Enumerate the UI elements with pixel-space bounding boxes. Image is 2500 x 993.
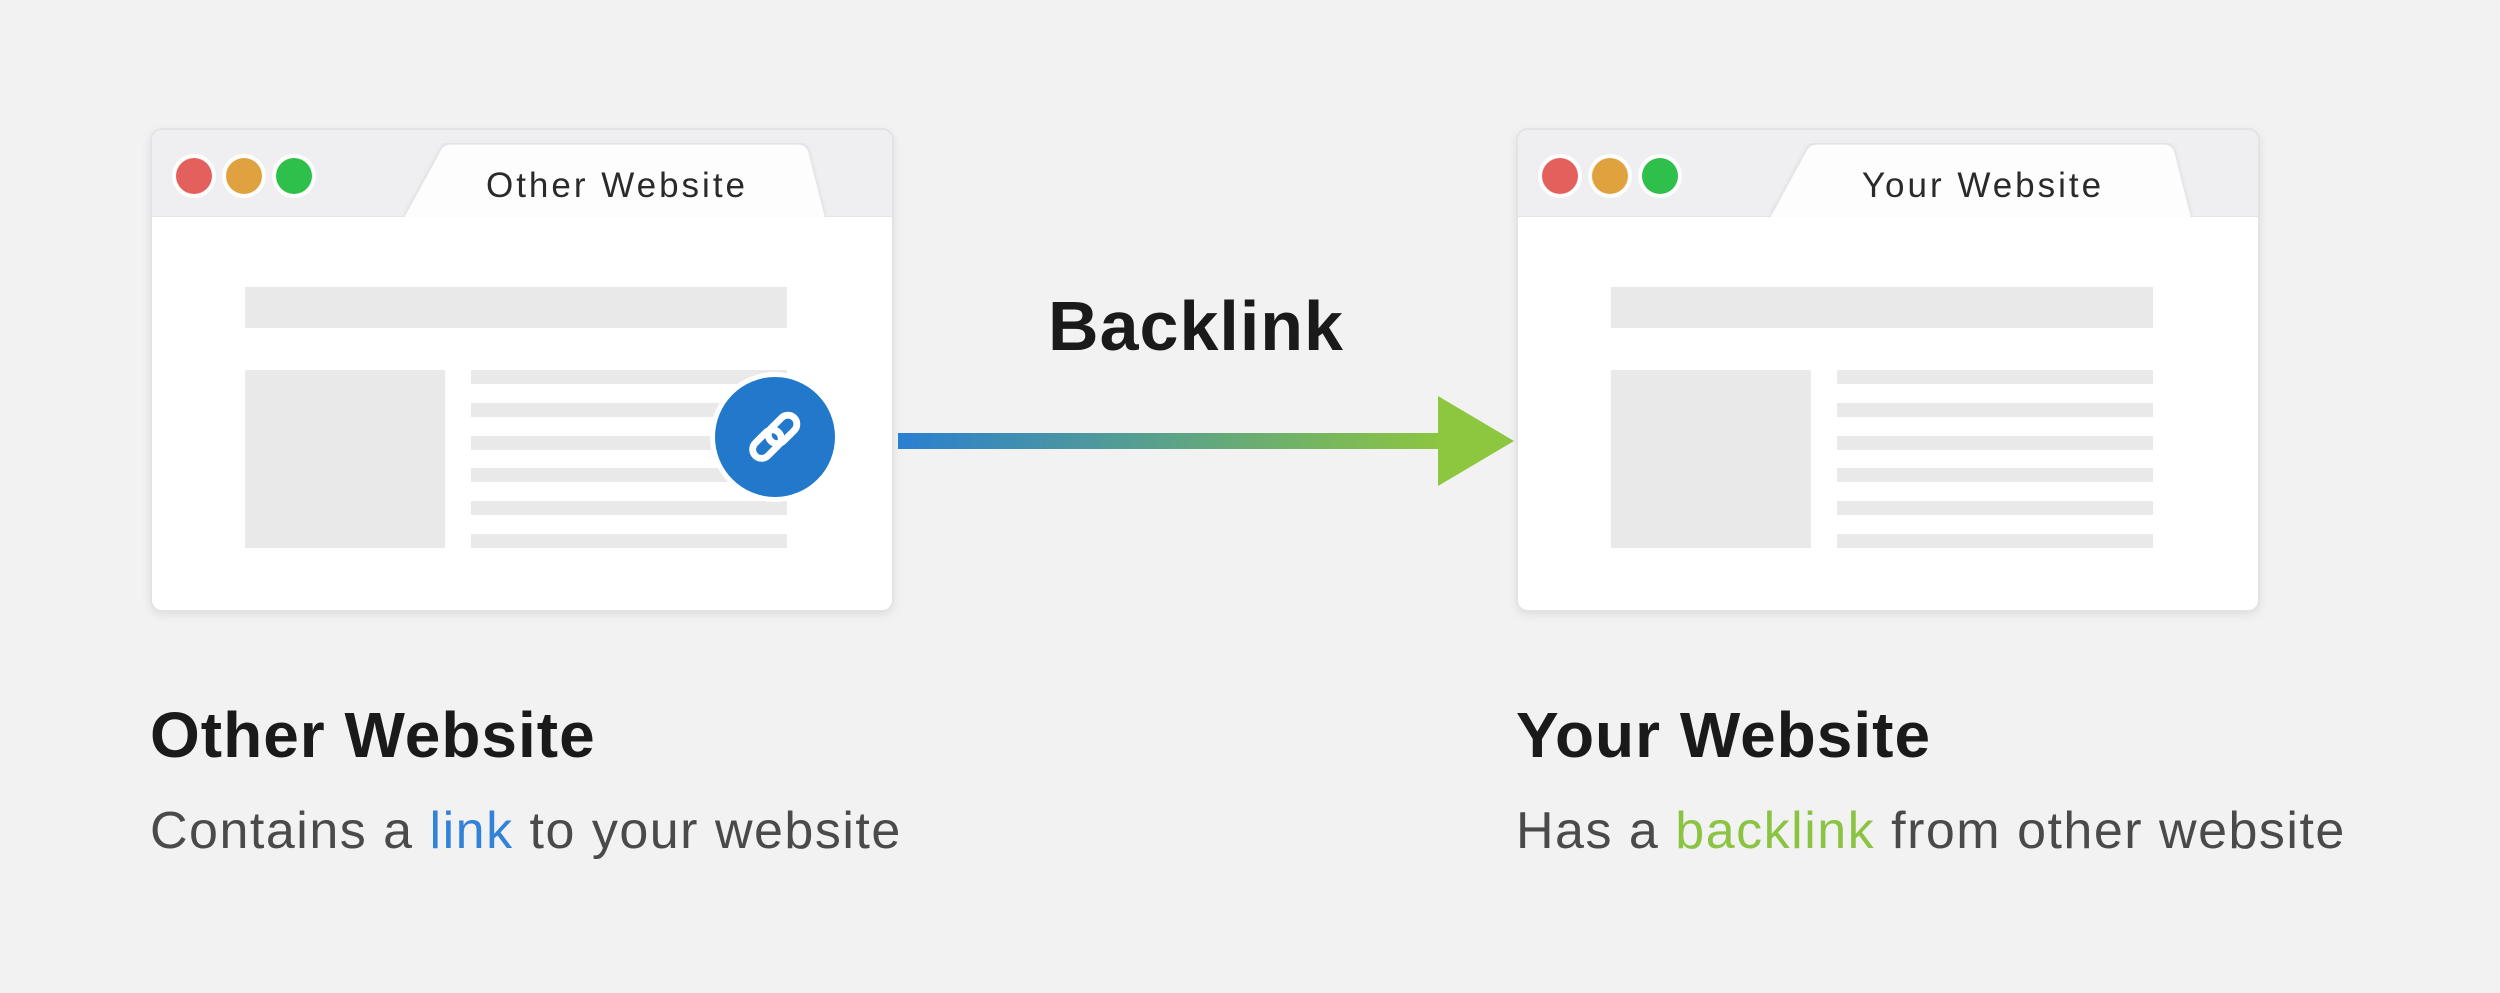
text-line-placeholder — [1837, 501, 2153, 516]
browser-tab: Your Website — [1768, 143, 2198, 218]
text-line-placeholder — [1837, 533, 2153, 548]
text-line-placeholder — [471, 501, 787, 516]
link-badge — [715, 377, 835, 497]
window-controls — [176, 158, 312, 194]
other-website-titlebar: Other Website — [152, 130, 892, 218]
tab-title: Your Website — [1861, 165, 2105, 205]
tab-title: Other Website — [485, 165, 749, 205]
window-controls — [1542, 158, 1678, 194]
your-website-titlebar: Your Website — [1518, 130, 2258, 218]
link-highlight-text: link — [429, 802, 514, 860]
tab-shape — [404, 144, 825, 218]
page-image-placeholder — [245, 370, 445, 548]
description-text: Has a — [1516, 802, 1676, 860]
tab-shape — [1770, 144, 2191, 218]
backlink-highlight-text: backlink — [1675, 802, 1876, 860]
other-website-description: Contains a link to your website — [150, 802, 902, 862]
zoom-window-icon — [276, 158, 312, 194]
zoom-window-icon — [1642, 158, 1678, 194]
description-text: to your website — [513, 802, 902, 860]
text-line-placeholder — [1837, 468, 2153, 483]
page-header-placeholder — [1611, 287, 2153, 328]
browser-tab: Other Website — [402, 143, 832, 218]
page-text-placeholder — [1837, 370, 2153, 548]
text-line-placeholder — [471, 370, 787, 384]
description-text: Contains a — [150, 802, 430, 860]
close-window-icon — [176, 158, 212, 194]
page-header-placeholder — [245, 287, 787, 328]
chain-link-icon — [749, 411, 801, 462]
text-line-placeholder — [1837, 435, 2153, 450]
your-website-heading: Your Website — [1516, 699, 1932, 771]
text-line-placeholder — [471, 533, 787, 548]
text-line-placeholder — [1837, 402, 2153, 417]
text-line-placeholder — [471, 402, 787, 417]
other-website-heading: Other Website — [150, 699, 596, 771]
backlink-arrow-label: Backlink — [1048, 287, 1344, 365]
your-website-window: Your Website — [1516, 128, 2260, 612]
close-window-icon — [1542, 158, 1578, 194]
description-text: from other website — [1875, 802, 2346, 860]
page-text-placeholder — [471, 370, 787, 548]
your-website-description: Has a backlink from other website — [1516, 802, 2346, 862]
text-line-placeholder — [471, 468, 787, 483]
backlink-arrow — [898, 396, 1514, 486]
other-website-window: Other Website — [150, 128, 894, 612]
page-image-placeholder — [1611, 370, 1811, 548]
minimize-window-icon — [1592, 158, 1628, 194]
text-line-placeholder — [1837, 370, 2153, 384]
minimize-window-icon — [226, 158, 262, 194]
text-line-placeholder — [471, 435, 787, 450]
arrow-right-icon — [898, 396, 1514, 486]
